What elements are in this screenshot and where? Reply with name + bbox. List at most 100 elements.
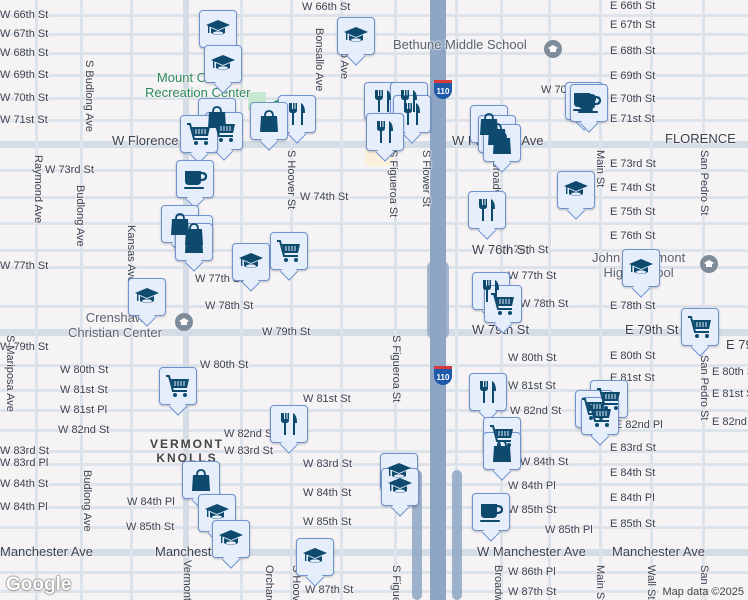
street-label: W 81st St [303,393,351,405]
street-label: W 76th St [472,242,530,257]
street-label: W 87th St [508,586,557,598]
street-label: E 84th St [610,467,656,479]
street-label: W 83rd St [224,445,273,457]
street-label: Main St [594,565,606,600]
road [0,450,748,453]
street-label: W 80th St [508,352,557,364]
map-marker-school[interactable] [557,171,595,209]
map-marker-shopping[interactable] [483,432,521,470]
school-icon [210,51,236,77]
street-label: W 83rd Pl [0,457,49,469]
street-label: E 85th St [610,518,656,530]
map-marker-shopping-cart[interactable] [484,285,522,323]
road [0,74,748,77]
street-label: E 66th St [610,0,656,12]
street-label: W 83rd St [303,458,352,470]
street-label: W 84th Pl [0,501,48,513]
map-marker-restaurant[interactable] [366,113,404,151]
street-label: Vermont Ave [181,560,193,600]
map-marker-restaurant[interactable] [270,405,308,443]
map-marker-shopping-cart[interactable] [159,367,197,405]
map-marker-school[interactable] [212,520,250,558]
map-marker-shopping[interactable] [182,461,220,499]
street-label: S Flower St [420,150,432,207]
street-label: W 67th St [0,28,49,40]
street-label: E 80th St [712,366,748,378]
street-label: Kansas Ave [125,225,137,283]
road [0,526,748,529]
street-label: W 70th St [0,92,49,104]
shopping-cart-icon [186,121,212,147]
map-marker-coffee[interactable] [472,493,510,531]
map-marker-school[interactable] [232,243,270,281]
map-marker-school[interactable] [199,10,237,48]
map-marker-shopping[interactable] [250,102,288,140]
map-marker-shopping[interactable] [175,223,213,261]
road [0,483,748,486]
map-marker-school[interactable] [337,17,375,55]
map-marker-coffee[interactable] [570,84,608,122]
street-label: E 83rd St [610,442,656,454]
street-label: Budlong Ave [81,470,93,532]
street-label: W 66th St [302,1,351,13]
map-marker-shopping-cart[interactable] [270,232,308,270]
restaurant-icon [474,197,500,223]
map-marker-school[interactable] [622,249,660,287]
map-marker-coffee[interactable] [176,160,214,198]
map-marker-school[interactable] [204,45,242,83]
map-marker-restaurant[interactable] [393,95,431,133]
street-label: W 81st St [60,384,108,396]
street-label: W 82nd St [510,405,562,417]
street-label: W 76th St [500,244,549,256]
road [0,14,748,17]
restaurant-icon [372,119,398,145]
street-label: W 85th St [126,521,175,533]
map-marker-shopping-cart[interactable] [681,308,719,346]
shopping-cart-icon [587,403,613,429]
street-label: W Manchester Ave [477,544,586,559]
poi-label-school[interactable]: Bethune Middle School [393,37,527,52]
road [650,0,653,600]
map-marker-school[interactable] [128,278,166,316]
street-label: Broadway [492,565,504,600]
road [0,364,748,367]
school-pin-icon[interactable] [700,255,718,273]
road [0,169,748,172]
map-marker-school[interactable] [381,468,419,506]
road [0,463,748,466]
map-attribution[interactable]: Map data ©2025 [658,584,748,600]
coffee-cup-icon [478,499,504,525]
map-marker-school[interactable] [198,494,236,532]
road [0,571,748,574]
street-label: S Mariposa Ave [4,335,16,412]
google-logo: Google [6,574,72,595]
map-marker-shopping-cart[interactable] [581,397,619,435]
street-label: W 73rd St [45,164,94,176]
map-marker-restaurant[interactable] [278,95,316,133]
shopping-cart-icon [687,314,713,340]
shopping-cart-icon [165,373,191,399]
street-label: W 84th St [303,487,352,499]
street-label: Main St [594,150,606,188]
road [340,0,343,600]
street-label: Raymond Ave [32,155,44,224]
map-marker-school[interactable] [296,538,334,576]
street-label: San Pedro St [698,355,710,421]
street-label: E 84th Pl [610,492,655,504]
map-marker-restaurant[interactable] [468,191,506,229]
school-icon [628,255,654,281]
worship-pin-icon[interactable] [175,313,193,331]
map-marker-shopping-cart[interactable] [205,112,243,150]
road [80,0,83,600]
restaurant-icon [370,88,396,114]
street-label: W 85th Pl [545,524,593,536]
map-marker-restaurant[interactable] [469,373,507,411]
coffee-cup-icon [576,90,602,116]
map-marker-shopping[interactable] [483,124,521,162]
school-icon [204,500,230,526]
road-79th-st [0,329,748,336]
street-label: W 81st St [508,380,556,392]
street-label: Orchard Ave [263,565,275,600]
school-pin-icon[interactable] [544,40,562,58]
